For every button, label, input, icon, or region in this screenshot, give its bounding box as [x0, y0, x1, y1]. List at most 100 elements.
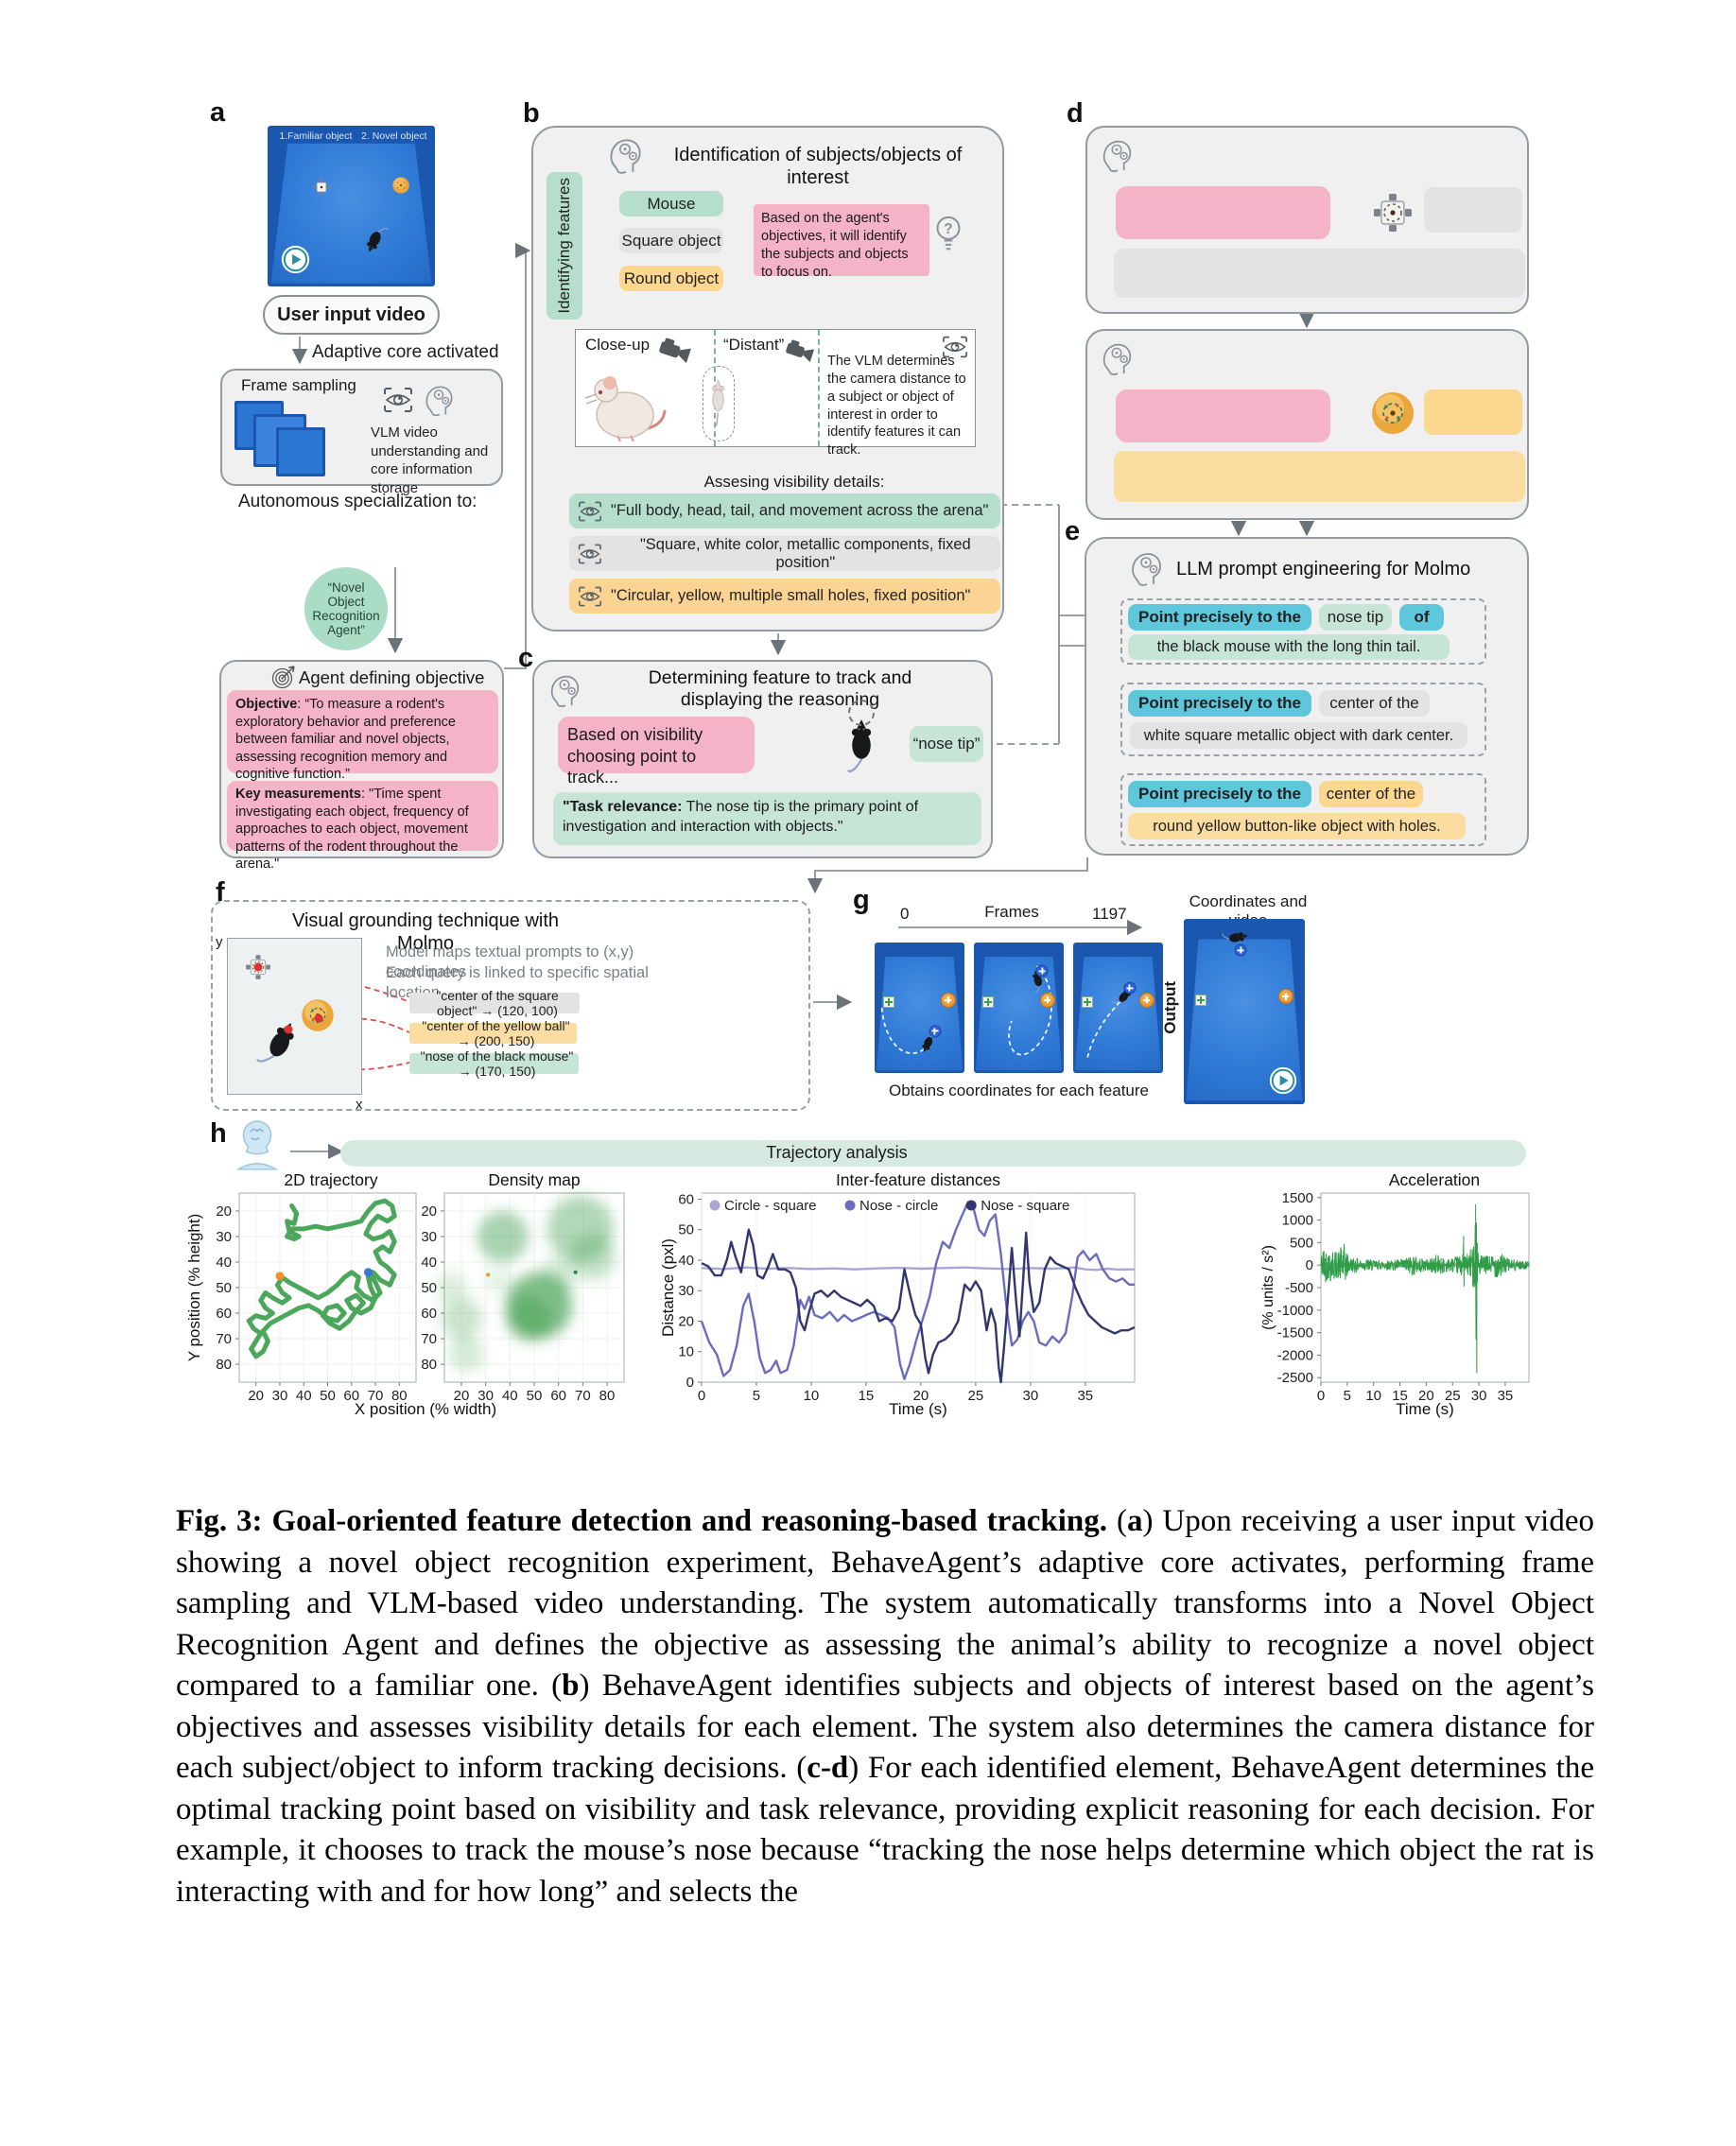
svg-text:50: 50 [216, 1280, 232, 1296]
round-object-chip: Round object [619, 266, 723, 291]
adaptive-core-label: Adaptive core activated [312, 342, 499, 362]
svg-text:1000: 1000 [1282, 1213, 1313, 1229]
panel-d2-task-box [1114, 451, 1525, 502]
autonomous-label: Autonomous specialization to: [238, 492, 477, 511]
frame-mid [974, 943, 1064, 1073]
ball-point [314, 1013, 323, 1023]
mapping-ball-text: "center of the yellow ball" → (200, 150) [422, 1017, 570, 1048]
circle-feature-marker [1039, 992, 1055, 1008]
output-label: Output [1161, 981, 1179, 1034]
panel-label-h: h [210, 1118, 227, 1149]
frame-sampling-label: Frame sampling [241, 376, 356, 394]
svg-text:35: 35 [1077, 1388, 1093, 1404]
panel-label-a: a [210, 97, 226, 128]
vlm-eye-icon [382, 386, 414, 414]
play-button-icon[interactable] [281, 245, 310, 274]
prompt-feature-label: nose tip [1327, 608, 1384, 627]
round-object-chip-label: Round object [623, 268, 720, 287]
chart-title-density: Density map [488, 1170, 581, 1189]
nose-tip-label: “nose tip” [912, 735, 981, 753]
circle-feature-marker [940, 992, 956, 1008]
panel-label-f: f [216, 877, 225, 908]
objective-box: Objective: “To measure a rodent's explor… [227, 690, 498, 782]
axis-y-label: y [216, 934, 223, 950]
brain-gears-icon [1125, 546, 1167, 588]
xlabel-position: X position (% width) [354, 1400, 497, 1418]
svg-text:-1000: -1000 [1277, 1303, 1313, 1319]
svg-text:1500: 1500 [1282, 1190, 1313, 1206]
mouse-icon [359, 219, 391, 257]
prompt-object-chip: white square metallic object with dark c… [1130, 722, 1467, 749]
key-measurements-box: Key measurements: "Time spent investigat… [227, 781, 498, 872]
lightbulb-icon: ? [932, 214, 964, 257]
frame-1197 [1073, 943, 1163, 1073]
panel-b-title: Identification of subjects/objects of in… [673, 145, 963, 188]
vlm-distance-note: The VLM determines the camera distance t… [827, 354, 966, 459]
svg-text:20: 20 [248, 1388, 264, 1404]
mapping-chip-square: "center of the square object" → (120, 10… [409, 988, 580, 1018]
svg-text:-2000: -2000 [1277, 1347, 1313, 1363]
visibility-chip-mouse: "Full body, head, tail, and movement acr… [569, 493, 1000, 528]
trajectory-banner: Trajectory analysis [340, 1140, 1526, 1167]
frames-label: Frames [984, 903, 1039, 921]
svg-text:0: 0 [1317, 1388, 1325, 1404]
svg-text:40: 40 [678, 1253, 694, 1269]
square-point [253, 962, 263, 972]
xlabel-time-acceleration: Time (s) [1396, 1400, 1454, 1418]
prompt-feature-chip: nose tip [1319, 604, 1392, 631]
prompt-prefix-label: Point precisely to the [1138, 608, 1301, 627]
prompt-prefix-label: Point precisely to the [1138, 694, 1301, 713]
svg-text:5: 5 [1344, 1388, 1351, 1404]
nose-dashed-circle [848, 700, 875, 726]
nose-feature-marker [1036, 965, 1048, 977]
svg-text:50: 50 [320, 1388, 336, 1404]
grounding-note-1: Model maps textual prompts to (x,y) coor… [386, 943, 634, 981]
visibility-round-text: "Circular, yellow, multiple small holes,… [611, 587, 971, 605]
frames-start: 0 [900, 905, 910, 923]
svg-text:60: 60 [343, 1388, 359, 1404]
square-feature-marker [1194, 995, 1207, 1007]
svg-text:30: 30 [477, 1388, 494, 1404]
prompt-feature-chip: center of the [1319, 781, 1423, 807]
panel-c-based-box: Based on visibility choosing point to tr… [558, 717, 755, 787]
visibility-chip-round: "Circular, yellow, multiple small holes,… [569, 579, 1000, 614]
closeup-mouse-icon [582, 362, 668, 445]
play-button-icon[interactable] [1269, 1066, 1297, 1095]
prompt-box-square [1120, 683, 1486, 756]
sampled-frame-3 [276, 427, 325, 476]
prompt-prefix-chip: Point precisely to the [1128, 690, 1311, 717]
svg-text:20: 20 [421, 1203, 437, 1220]
svg-text:80: 80 [599, 1388, 616, 1404]
mouse-chip: Mouse [619, 191, 723, 216]
target-icon [270, 662, 299, 690]
prompt-object-chip: round yellow button-like object with hol… [1128, 813, 1466, 839]
svg-text:30: 30 [272, 1388, 288, 1404]
panel-label-b: b [523, 98, 540, 129]
key-measurements-text: : "Time spent investigating each object,… [235, 787, 469, 873]
svg-text:(% units / s²): (% units / s²) [1260, 1245, 1276, 1330]
svg-text:70: 70 [575, 1388, 591, 1404]
prompt-of-label: of [1414, 608, 1430, 627]
svg-text:20: 20 [678, 1313, 694, 1329]
svg-text:50: 50 [527, 1388, 543, 1404]
prompt-of-chip: of [1399, 604, 1444, 631]
svg-text:10: 10 [678, 1344, 694, 1360]
nose-point [284, 1025, 293, 1034]
panel-f-title: Visual grounding technique with Molmo [291, 910, 560, 954]
circle-feature-marker [1277, 989, 1293, 1005]
person-icon [230, 1118, 285, 1171]
prompt-object-label: the black mouse with the long thin tail. [1156, 638, 1421, 656]
svg-text:Nose - circle: Nose - circle [859, 1198, 938, 1214]
novel-object-tag: 2. Novel object [361, 130, 427, 143]
mouse-icon [917, 1028, 940, 1055]
panel-d2-based-box [1116, 389, 1330, 442]
panel-label-d: d [1067, 98, 1084, 129]
svg-text:30: 30 [216, 1229, 232, 1245]
tracked-mouse [825, 700, 900, 794]
svg-text:40: 40 [421, 1255, 437, 1271]
svg-text:?: ? [944, 221, 952, 237]
nose-feature-marker [1124, 982, 1136, 994]
prompt-prefix-chip: Point precisely to the [1128, 781, 1311, 807]
svg-text:40: 40 [502, 1388, 518, 1404]
